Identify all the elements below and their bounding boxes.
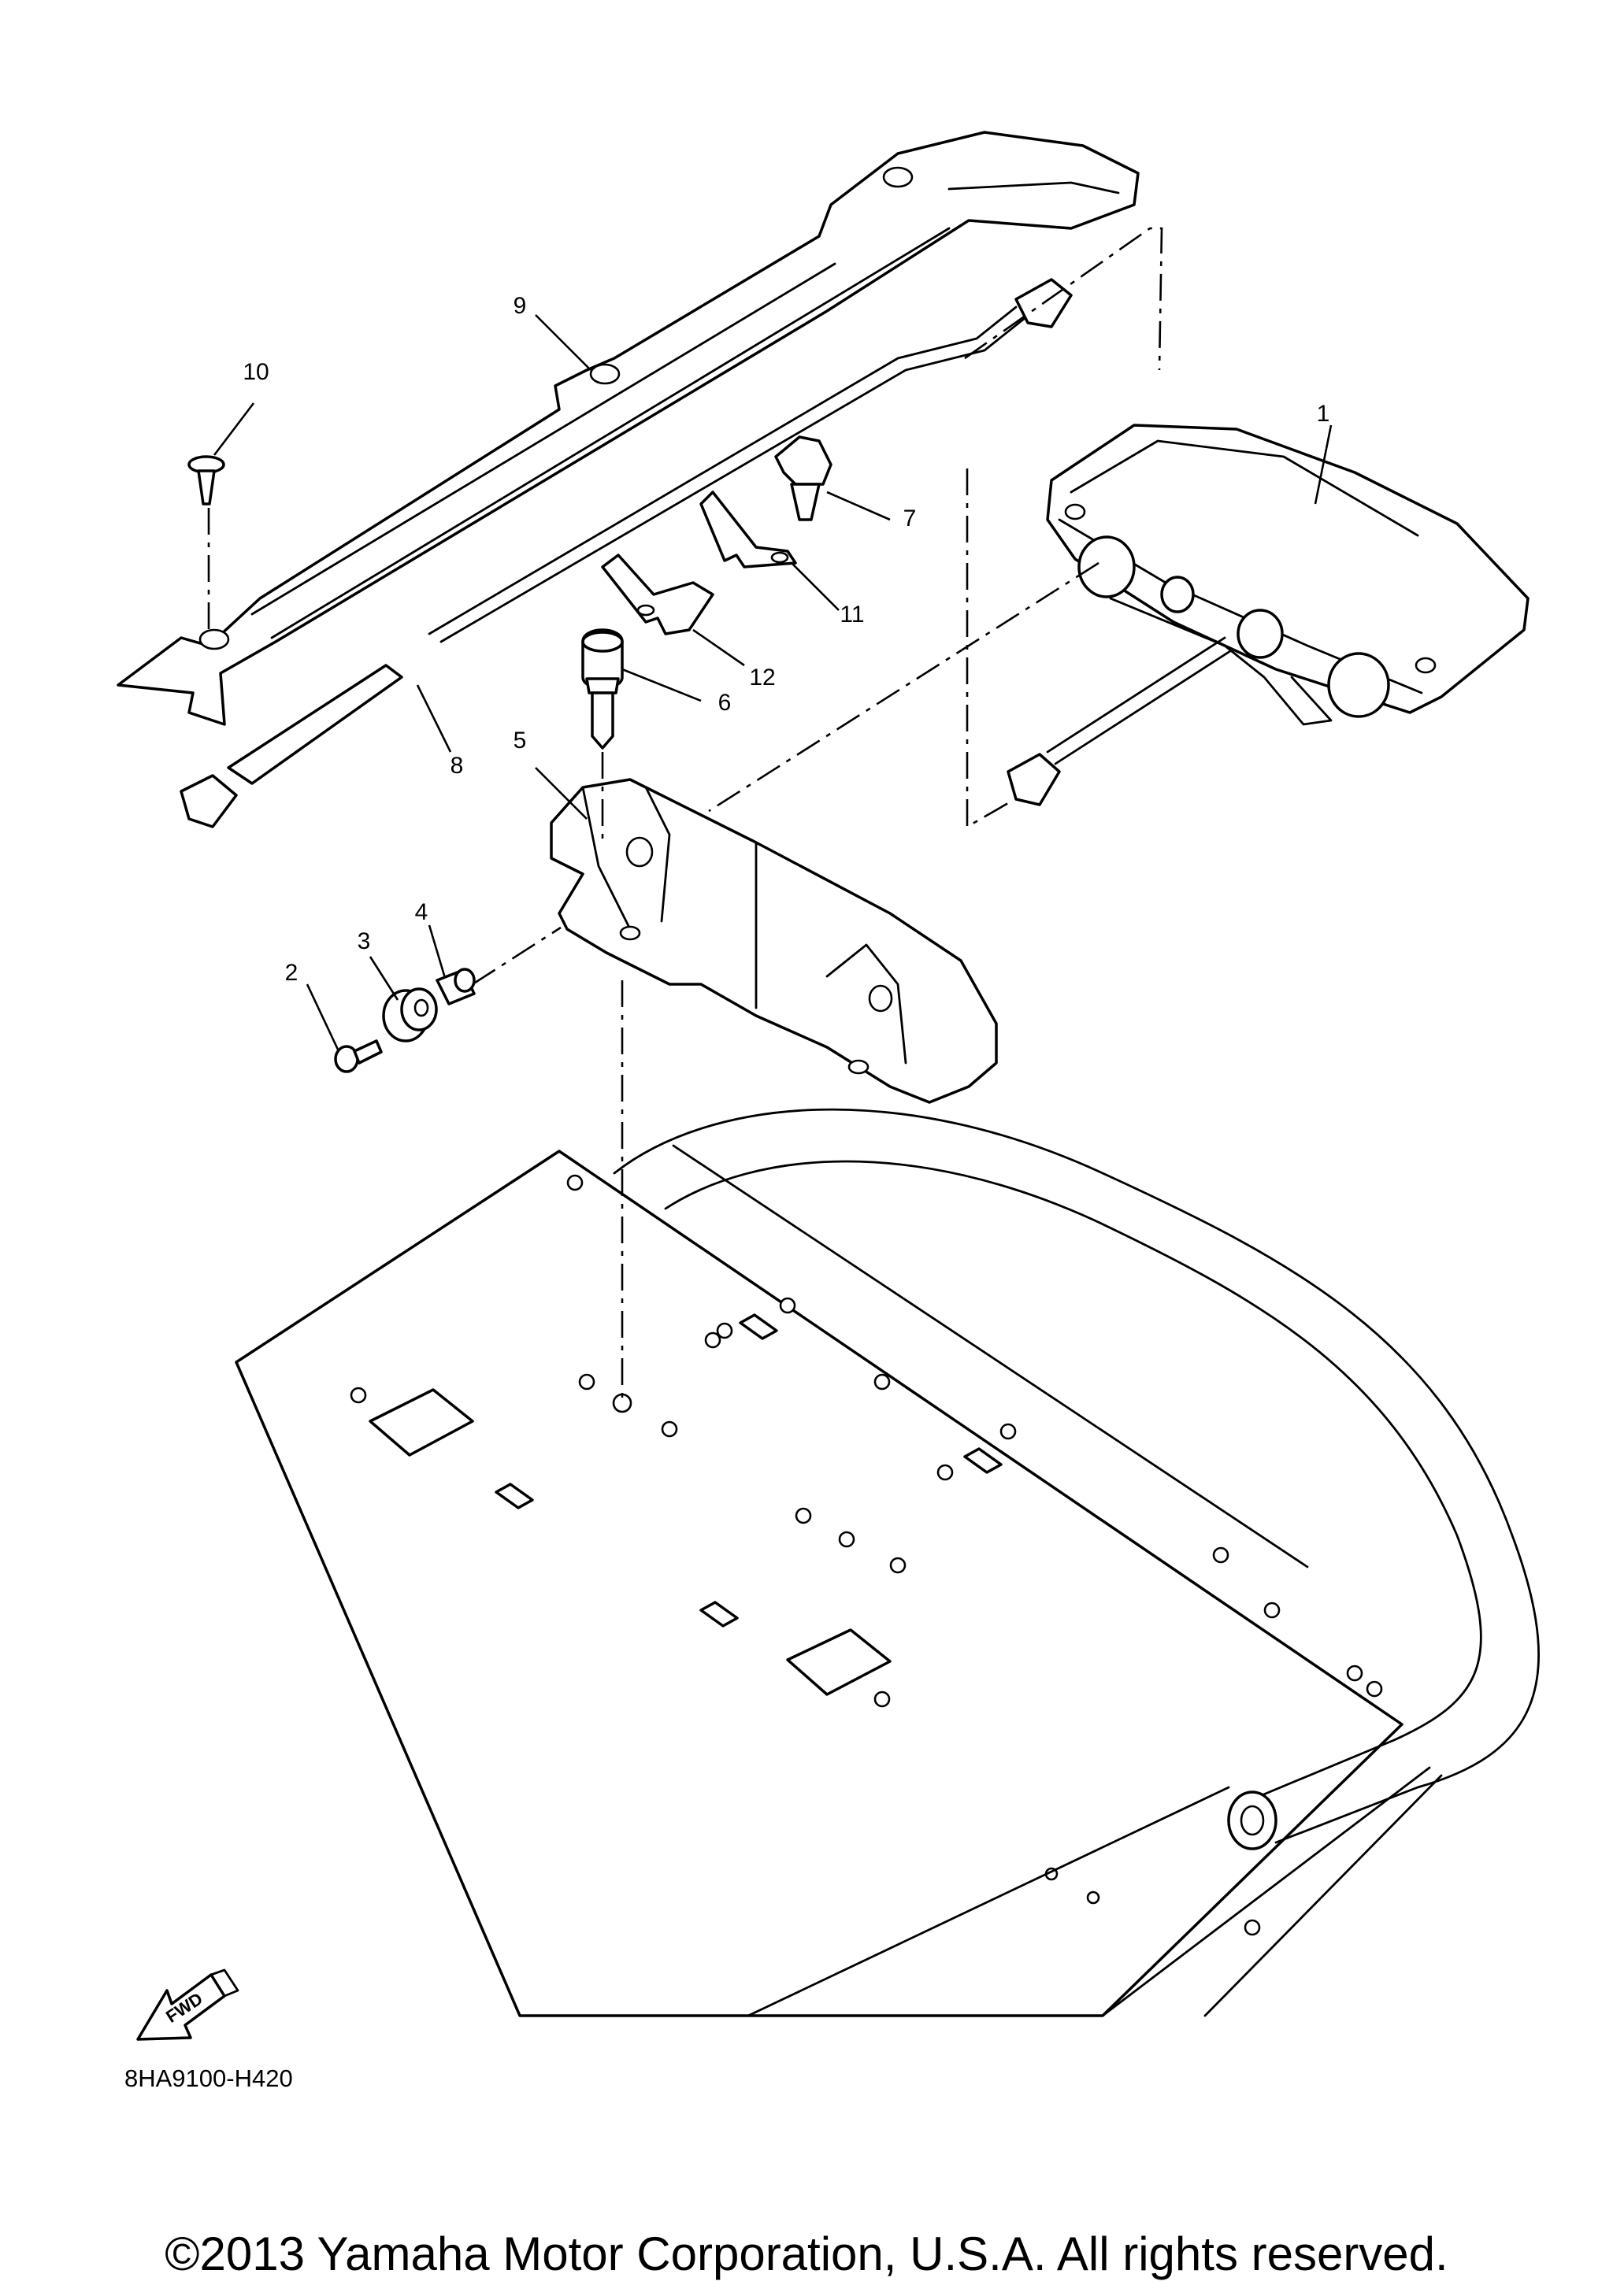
part-10-screw: [187, 455, 225, 505]
connector-left: [180, 774, 238, 828]
leader-lines: [213, 314, 1333, 1052]
callout-1: 1: [1317, 401, 1330, 427]
deck-vent: [786, 1628, 892, 1696]
copyright-notice: ©2013 Yamaha Motor Corporation, U.S.A. A…: [165, 2227, 1448, 2280]
tube-frame: [613, 1108, 1540, 1850]
part-4-collar: [436, 968, 476, 1005]
part-7-clip: [774, 435, 832, 521]
part-3-grommet: [382, 987, 438, 1042]
callout-5: 5: [514, 728, 527, 754]
callout-12: 12: [749, 665, 775, 691]
part-2-screw: [334, 1039, 383, 1073]
part-11-bracket: [699, 491, 797, 568]
callout-7: 7: [903, 505, 917, 531]
part-8-harness: [180, 278, 1073, 828]
callout-labels: 1 2 3 4 5 6 7 8 9 10 11 12: [243, 293, 1329, 986]
callout-3: 3: [358, 928, 371, 954]
callout-8: 8: [451, 753, 464, 779]
deck-holes: [350, 1174, 1383, 1936]
part-6-bolt: [581, 628, 624, 750]
deck-vent: [369, 1388, 474, 1457]
part-12-bracket: [601, 554, 714, 635]
callout-9: 9: [514, 293, 527, 319]
part-1-tail-light: [1007, 424, 1530, 806]
part-9-cover-rail: [117, 131, 1140, 726]
callout-6: 6: [718, 690, 732, 716]
diagram-reference: 8HA9100-H420: [124, 2065, 293, 2092]
callout-2: 2: [285, 960, 298, 986]
deck-frame: [235, 1144, 1443, 2017]
callout-11: 11: [840, 602, 864, 628]
alignment-lines: [207, 227, 1163, 1403]
callout-10: 10: [243, 359, 269, 385]
part-5-mount-bracket: [550, 778, 998, 1104]
fwd-arrow-icon: FWD: [136, 1968, 239, 2041]
callout-4: 4: [415, 899, 428, 925]
connector-tail: [1007, 753, 1061, 806]
